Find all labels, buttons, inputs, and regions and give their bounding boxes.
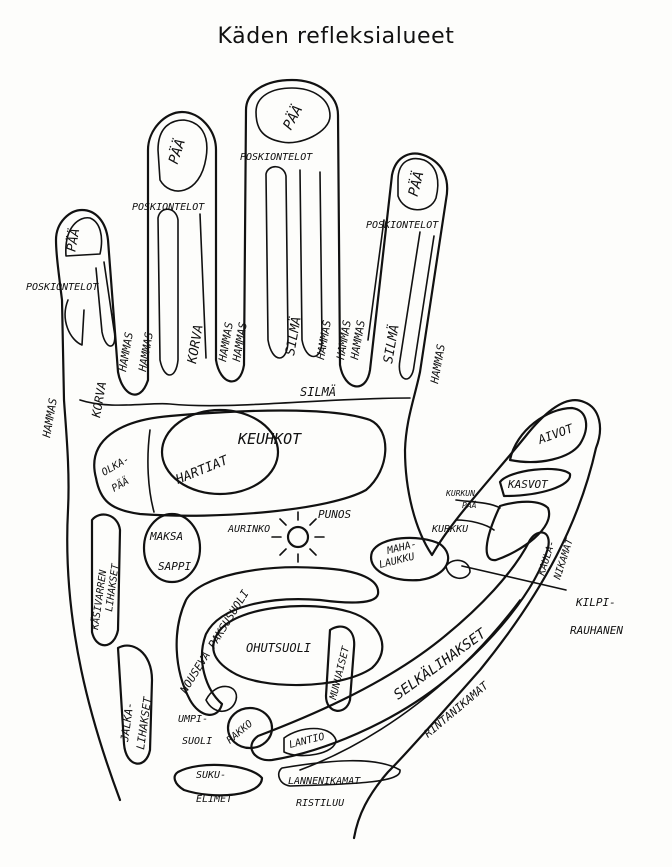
finger1-inner-left — [64, 299, 85, 346]
label-maksa: MAKSA — [149, 530, 183, 543]
colon-loop — [205, 685, 238, 713]
label-silma-3: SILMÄ — [300, 384, 336, 399]
finger4-tip — [397, 157, 439, 211]
label-korva-1: KORVA — [89, 381, 109, 420]
kaula-zone — [485, 500, 551, 562]
label-munuaiset: MUNUAISET — [328, 645, 352, 702]
kasivarren-zone — [90, 513, 122, 647]
olkapaa-divider — [147, 429, 155, 513]
finger1-tip — [65, 217, 103, 257]
label-silma-2: SILMÄ — [380, 323, 403, 364]
hartiat-zone — [160, 408, 280, 496]
lantio-zone — [283, 727, 337, 757]
label-hammas-1: HAMMAS — [40, 397, 60, 440]
label-kurkku: KURKKU — [431, 524, 469, 535]
rakko-zone — [226, 706, 274, 750]
label-ohutsuoli: OHUTSUOLI — [246, 641, 311, 655]
munuaiset-zone — [324, 625, 356, 712]
solar-rays — [271, 511, 325, 563]
finger3-tip — [255, 87, 331, 144]
label-sappi: SAPPI — [158, 560, 191, 573]
finger2-tip — [157, 119, 208, 192]
finger2-inner — [157, 208, 179, 376]
label-hammas-2: HAMMAS — [116, 331, 136, 374]
rintanikamat-line — [299, 599, 521, 771]
diagram-title: Käden refleksialueet — [217, 24, 455, 49]
finger1-strip — [95, 261, 116, 347]
label-silma-1: SILMÄ — [282, 315, 305, 356]
label-aivot: AIVOT — [535, 421, 575, 447]
label-aurinko: AURINKO — [227, 524, 270, 535]
sukuelimet-zone — [173, 763, 264, 797]
label-poskiontelot-2: POSKIONTELOT — [132, 202, 205, 213]
aivot-zone — [508, 406, 588, 464]
finger4-side — [367, 219, 385, 341]
maksa-zone — [142, 512, 202, 584]
label-kasvot: KASVOT — [507, 478, 549, 491]
finger2-side — [199, 213, 207, 359]
label-hammas-9: HAMMAS — [428, 343, 448, 386]
selkalihakset-zone — [250, 531, 550, 762]
label-paa-4: PÄÄ — [404, 169, 428, 198]
label-umpisuoli-2: SUOLI — [182, 736, 212, 747]
label-hammas-6: HAMMAS — [314, 319, 334, 362]
label-korva-2: KORVA — [185, 324, 207, 366]
hand-outline — [54, 78, 602, 840]
label-poskiontelot-4: POSKIONTELOT — [366, 220, 439, 231]
finger3-side — [299, 169, 323, 358]
label-keuhkot: KEUHKOT — [237, 430, 302, 448]
label-hammas-3: HAMMAS — [136, 331, 156, 374]
label-sukuelimet-1: SUKU- — [196, 770, 226, 781]
label-punos: PUNOS — [318, 508, 351, 521]
jalkalihakset-zone — [116, 644, 154, 765]
label-olkapaa-1: OLKA- — [100, 454, 132, 479]
label-kilpirauhanen-1: KILPI- — [575, 596, 616, 609]
label-paa-1: PÄÄ — [63, 227, 83, 253]
kilpirauhanen-pointer — [461, 565, 567, 591]
label-paa-2: PÄÄ — [164, 136, 189, 166]
label-ristiluu: RISTILUU — [296, 798, 345, 809]
nouseva-paksusuoli-zone — [175, 566, 380, 716]
keuhkot-zone — [93, 409, 387, 517]
kasvot-zone — [498, 467, 572, 498]
ohutsuoli-zone — [212, 604, 384, 687]
label-hartiat: HARTIAT — [173, 453, 231, 488]
label-rintanikamat: RINTANIKAMAT — [422, 678, 492, 740]
finger4-inner — [398, 231, 435, 380]
kilpirauhanen-marker — [445, 559, 471, 579]
finger-base-line — [79, 397, 411, 407]
label-paa-3: PÄÄ — [278, 102, 306, 133]
label-jalka-1: JALKA- — [118, 701, 137, 743]
label-lannenikamat: LANNENIKAMAT — [288, 776, 361, 787]
thumb-channel — [455, 499, 501, 531]
label-kilpirauhanen-2: RAUHANEN — [570, 624, 623, 637]
label-sukuelimet-2: ELIMET — [196, 794, 233, 805]
label-poskiontelot-3: POSKIONTELOT — [240, 152, 313, 163]
label-nouseva-paksusuoli: NOUSEVA PAKSUSUOLI — [177, 587, 252, 696]
lannenikamat-band — [277, 759, 401, 787]
aurinko-punos-symbol — [286, 525, 310, 549]
label-olkapaa-2: PÄÄ — [109, 474, 131, 494]
finger3-inner — [265, 165, 289, 359]
label-poskiontelot-1: POSKIONTELOT — [26, 282, 99, 293]
label-umpisuoli-1: UMPI- — [178, 714, 208, 725]
label-kurkunpaa-2: PÄÄ — [462, 500, 477, 510]
label-kurkunpaa-1: KURKUN- — [445, 489, 480, 498]
